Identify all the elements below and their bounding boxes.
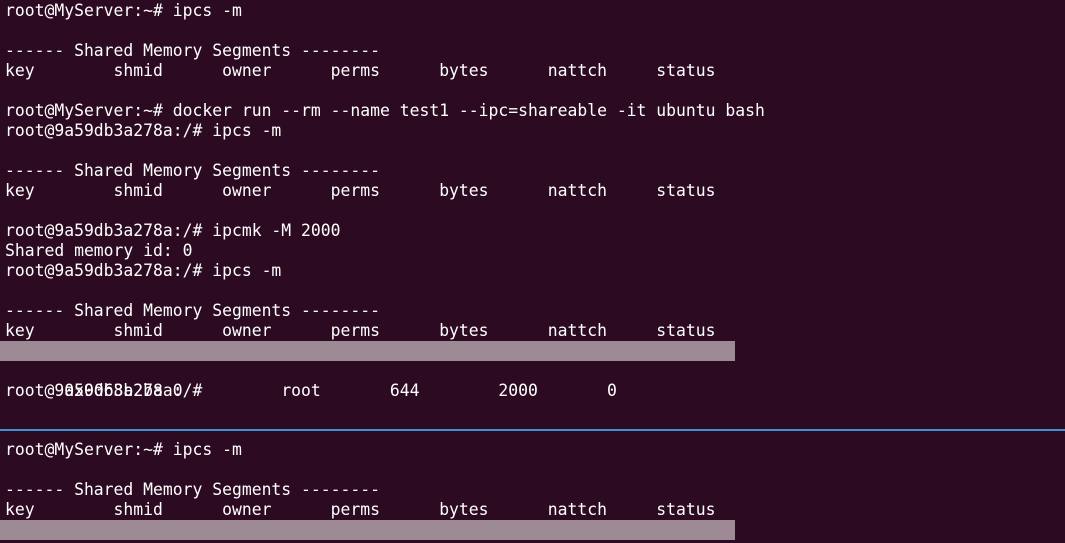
selection-highlight [0, 341, 735, 361]
section-header: ------ Shared Memory Segments -------- [5, 480, 380, 499]
blank-line [5, 460, 716, 480]
selection-highlight [0, 520, 735, 540]
terminal-pane-top[interactable]: root@MyServer:~# ipcs -m ------ Shared M… [0, 0, 1065, 428]
blank-line [5, 201, 765, 221]
blank-line [5, 281, 765, 301]
pane-divider[interactable] [0, 429, 1065, 431]
section-header: ------ Shared Memory Segments -------- [5, 41, 380, 60]
prompt-line: root@MyServer:~# ipcs -m [5, 440, 242, 459]
segment-row-text: 0x0068b2ba 0 root 644 2000 0 [64, 381, 617, 400]
selected-segment-row[interactable]: 0x0068b2ba 0 root 644 2000 0 [0, 341, 765, 400]
prompt-line: root@9a59db3a278a:/# ipcs -m [5, 121, 282, 140]
prompt-line: root@9a59db3a278a:/# [5, 381, 203, 400]
prompt-line: root@MyServer:~# ipcs -m [5, 1, 242, 20]
prompt-line: root@9a59db3a278a:/# ipcs -m [5, 261, 282, 280]
blank-line [5, 81, 765, 101]
terminal-output: root@MyServer:~# ipcs -m ------ Shared M… [0, 440, 735, 540]
blank-line [5, 361, 765, 381]
column-header: key shmid owner perms bytes nattch statu… [5, 321, 716, 340]
blank-line [5, 141, 765, 161]
terminal-output: root@MyServer:~# ipcs -m ------ Shared M… [0, 1, 765, 401]
blank-line [5, 21, 765, 41]
prompt-line: root@MyServer:~# docker run --rm --name … [5, 101, 765, 120]
column-header: key shmid owner perms bytes nattch statu… [5, 500, 716, 519]
section-header: ------ Shared Memory Segments -------- [5, 301, 380, 320]
output-line: Shared memory id: 0 [5, 241, 193, 260]
column-header: key shmid owner perms bytes nattch statu… [5, 181, 716, 200]
section-header: ------ Shared Memory Segments -------- [5, 161, 380, 180]
column-header: key shmid owner perms bytes nattch statu… [5, 61, 716, 80]
prompt-line: root@9a59db3a278a:/# ipcmk -M 2000 [5, 221, 341, 240]
selected-empty-row[interactable] [0, 520, 735, 540]
terminal-pane-bottom[interactable]: root@MyServer:~# ipcs -m ------ Shared M… [0, 431, 1065, 543]
